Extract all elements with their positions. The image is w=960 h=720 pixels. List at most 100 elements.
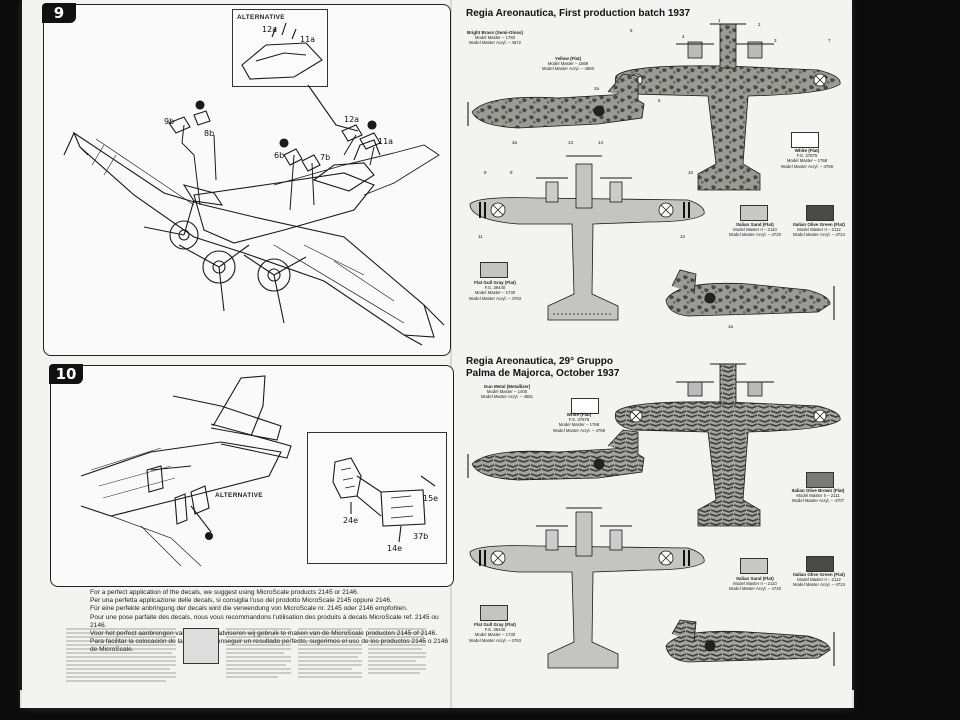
paint-code: F.S. 37875 (796, 153, 818, 159)
part-7b: 7b (320, 153, 331, 162)
note-line: For a perfect application of the decals,… (90, 589, 359, 596)
marker-number: 2 (758, 22, 761, 27)
callout-italian-olive-brown: Italian Olive Brown (Flat) Model Master … (786, 488, 850, 504)
note-line: Für eine perfekte anbringung der decals … (90, 605, 408, 613)
italian-sand-swatch (740, 205, 768, 221)
marker-number: 9 (510, 170, 513, 175)
marker-number: 7 (828, 38, 831, 43)
multilingual-instruction-text (66, 628, 426, 682)
paint-code: Model Master Acryl. – 4707 (791, 498, 845, 504)
scheme-2-title-line: Regia Areonautica, 29° Gruppo (466, 356, 613, 367)
italian-olive-green-swatch (806, 205, 834, 221)
paint-code: Model Master II – 2110 (733, 581, 777, 587)
scheme-2-title: Regia Areonautica, 29° Gruppo Palma de M… (466, 356, 619, 380)
callout-flat-gull-gray: Flat Gull Gray (Flat) F.S. 36440 Model M… (462, 622, 528, 643)
paint-code: Model Master Acryl. – 4769 (552, 427, 606, 433)
paint-name: Italian Olive Green (Flat) (793, 222, 845, 227)
paint-code: Model Master – 1730 (474, 290, 516, 296)
paint-code: Model Master – 1768 (786, 158, 828, 164)
paint-code: Model Master II – 2111 (796, 493, 840, 499)
paint-name: Yellow (Flat) (554, 56, 582, 61)
marker-number: 1a (728, 324, 734, 329)
part-14e: 14e (387, 544, 403, 553)
step-10-panel: 10 (49, 364, 454, 587)
marker-number: 12 (680, 234, 686, 239)
paint-name: White (Flat) (794, 148, 820, 153)
part-11a: 11a (378, 137, 394, 146)
flat-gull-gray-swatch (480, 605, 508, 621)
part-37b: 37b (413, 532, 429, 541)
paint-code: Model Master Acryl. – 4763 (468, 637, 522, 643)
scheme-2-drawings (467, 363, 841, 669)
paint-code: Model Master Acryl. – 4724 (792, 232, 846, 238)
marker-number: 8 (484, 170, 487, 175)
marker-number: 3 (774, 38, 777, 43)
marker-number: 13 (568, 140, 574, 145)
paint-name: Gun Metal (Metallizer) (483, 384, 531, 389)
center-fold (450, 0, 452, 708)
paint-name: Italian Olive Green (Flat) (793, 572, 845, 577)
paint-code: Model Master Acryl. – 4763 (468, 295, 522, 301)
paint-code: Model Master Acryl. – 4769 (780, 163, 834, 169)
marker-number: 6 (630, 28, 633, 33)
note-line: Para facilitar la colocación de las calc… (90, 638, 449, 654)
paint-code: Model Master – 1569 (547, 61, 589, 67)
decal-application-notes: For a perfect application of the decals,… (90, 589, 450, 655)
paint-name: White (Flat) (566, 412, 592, 417)
paint-code: Model Master Acryl. – 4720 (728, 232, 782, 238)
paint-code: F.S. 36440 (484, 627, 506, 633)
marker-number: 2a (594, 86, 600, 91)
callout-bright-brass: Bright Brass (Semi-Gloss) Model Master –… (462, 30, 528, 46)
white-swatch (791, 132, 819, 148)
marker-number: 3a (512, 140, 518, 145)
scheme-2-title-line: Palma de Majorca, October 1937 (466, 368, 620, 379)
callout-flat-gull-gray: Flat Gull Gray (Flat) F.S. 36440 Model M… (462, 280, 528, 301)
paint-code: F.S. 37875 (568, 417, 590, 423)
part-9b: 9b (164, 117, 175, 126)
paint-code: Model Master Acryl. – 4681 (480, 394, 534, 400)
step-9-drawing (63, 22, 445, 346)
paint-name: Bright Brass (Semi-Gloss) (466, 30, 523, 35)
paint-code: Model Master II – 2110 (733, 227, 777, 233)
paint-code: F.S. 36440 (484, 285, 506, 291)
callout-italian-olive-green: Italian Olive Green (Flat) Model Master … (788, 572, 850, 588)
marker-number: 14 (598, 140, 604, 145)
paint-name: Italian Sand (Flat) (736, 222, 774, 227)
paint-name: Italian Sand (Flat) (736, 576, 774, 581)
step-10-drawing (80, 375, 436, 567)
alternative-label: Alternative (215, 492, 263, 499)
note-line: Per una perfetta applicazione delle deca… (90, 597, 392, 605)
marker-number: 10 (688, 170, 694, 175)
part-8b: 8b (204, 129, 215, 138)
marker-number: 4 (682, 34, 685, 39)
paint-code: Model Master – 1782 (474, 35, 516, 41)
callout-italian-olive-green: Italian Olive Green (Flat) Model Master … (788, 222, 850, 238)
alternative-label: Alternative (237, 14, 285, 21)
marker-number: 1 (718, 18, 721, 23)
part-24e: 24e (343, 516, 359, 525)
italian-sand-swatch (740, 558, 768, 574)
note-line: Pour une pose parfaite des decals, nous … (90, 613, 439, 629)
part-11a-inset: 11a (300, 35, 316, 44)
scheme-1-title: Regia Areonautica, First production batc… (466, 8, 691, 19)
part-12a-inset: 12a (262, 25, 278, 34)
paint-code: Model Master – 1768 (558, 422, 600, 428)
callout-gun-metal: Gun Metal (Metallizer) Model Master – 14… (474, 384, 540, 400)
italian-olive-green-swatch (806, 556, 834, 572)
marker-number: 11 (478, 234, 483, 239)
decal-diagram-icon (183, 628, 219, 664)
part-12a: 12a (344, 115, 360, 124)
part-6b: 6b (274, 151, 285, 160)
callout-white: White (Flat) F.S. 37875 Model Master – 1… (774, 148, 840, 169)
paint-code: Model Master Acryl. – 4724 (792, 582, 846, 588)
paint-name: Italian Olive Brown (Flat) (791, 488, 845, 493)
callout-italian-sand: Italian Sand (Flat) Model Master II – 21… (722, 576, 788, 592)
paint-code: Model Master Acryl. – 4672 (468, 40, 522, 46)
alternative-inset: Alternative (232, 9, 328, 87)
paint-code: Model Master Acryl. – 4683 (541, 66, 595, 72)
paint-code: Model Master – 1405 (486, 389, 528, 395)
white-swatch (571, 398, 599, 414)
paint-code: Model Master II – 2112 (797, 227, 841, 233)
scheme-1-drawings (467, 23, 841, 321)
